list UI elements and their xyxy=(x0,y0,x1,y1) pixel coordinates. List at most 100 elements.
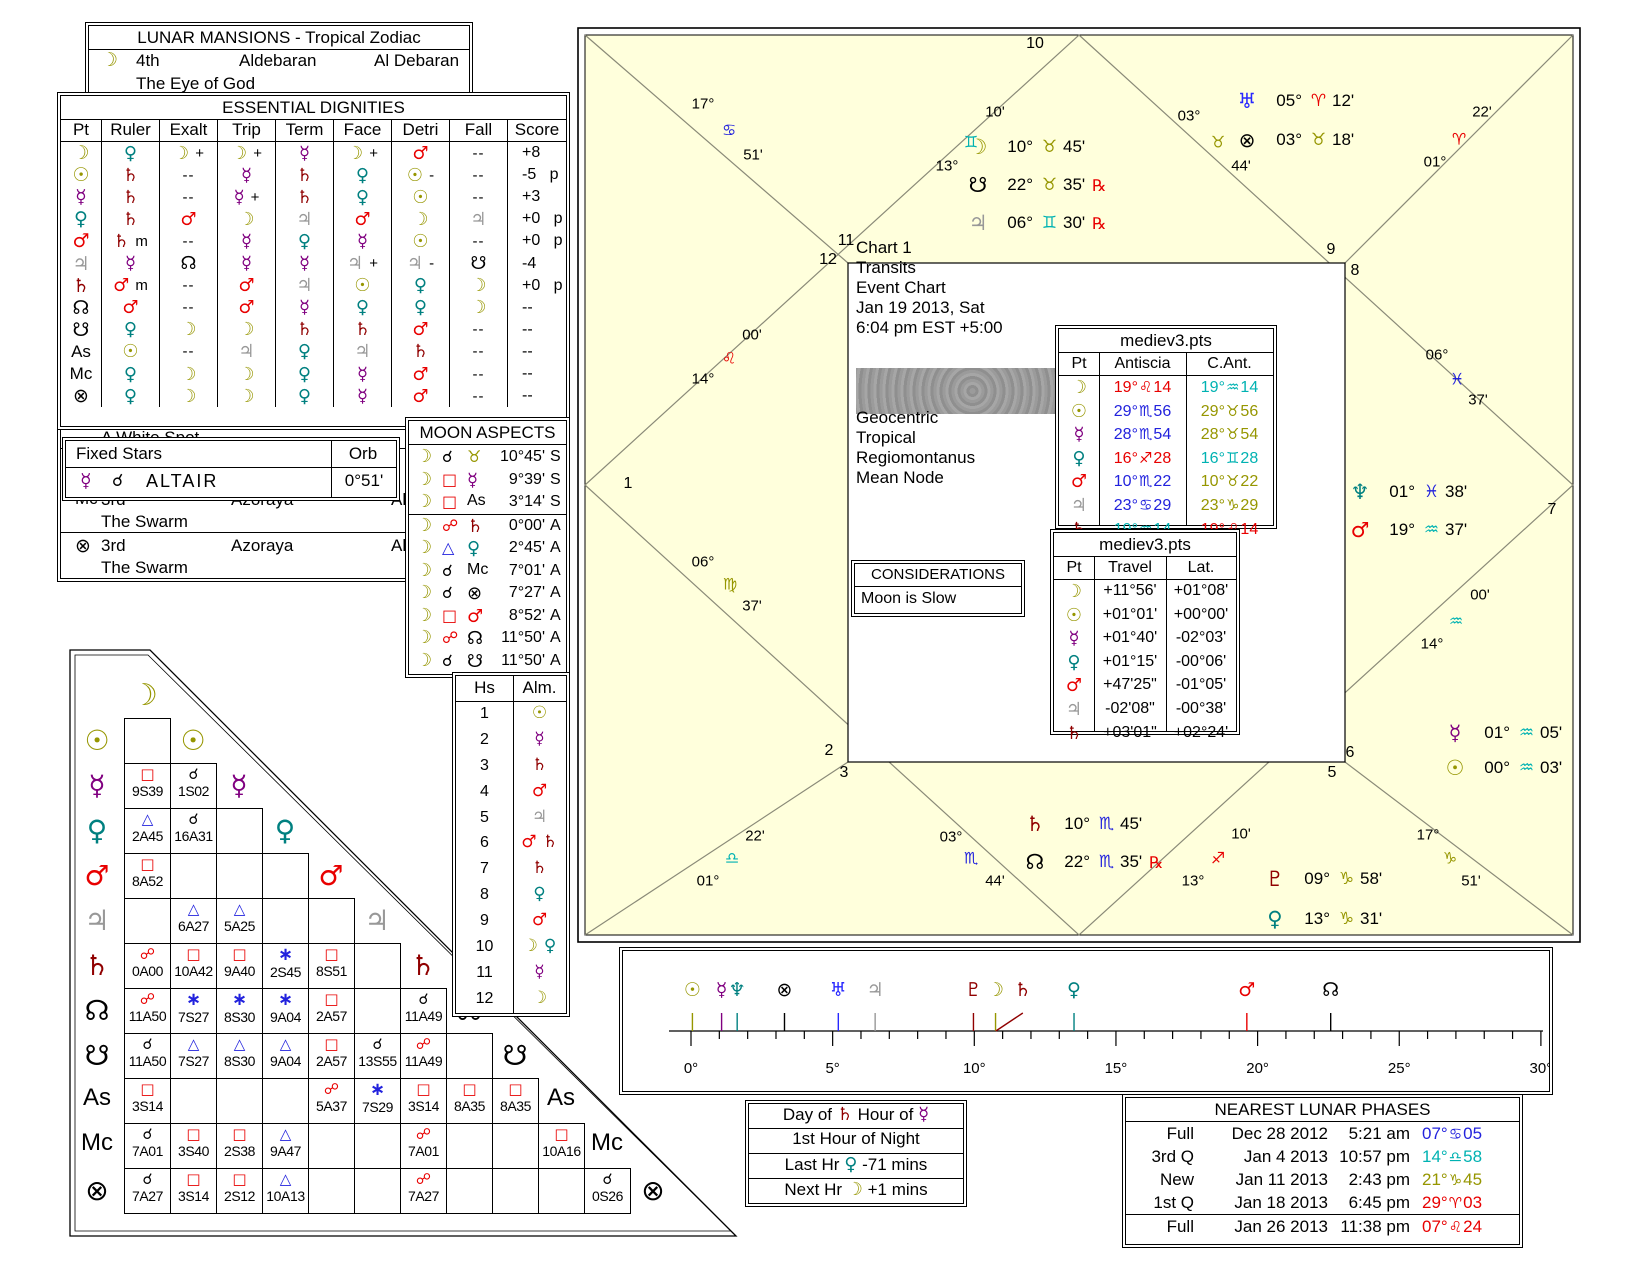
dignity-cell: ☿ xyxy=(333,385,391,408)
text: -- xyxy=(472,365,485,383)
square-icon: □ xyxy=(232,1125,247,1143)
dignity-cell: ♂ xyxy=(391,318,449,341)
aspect-grid-cell xyxy=(170,1078,217,1124)
fixed-star-name: ALTAIR xyxy=(146,471,219,491)
pisces-icon: ♓ xyxy=(1449,369,1465,389)
dignity-cell: -- xyxy=(449,142,507,165)
antiscia-title: mediev3.pts xyxy=(1059,329,1273,353)
aspect: ∗ xyxy=(263,991,308,1009)
saturn-icon: ♄ xyxy=(542,832,558,853)
dignity-cell: -- xyxy=(159,340,217,364)
aspect-orb: 10A16 xyxy=(542,1143,581,1159)
dignity-cell: ♀ xyxy=(391,296,449,319)
aspect-orb: 9A04 xyxy=(269,1009,302,1025)
dignity-cell: -- xyxy=(159,186,217,209)
hour-row: Last Hr ♀ -71 mins xyxy=(749,1154,963,1179)
mansion-note: The Swarm xyxy=(101,512,188,531)
cusp-degree: 00' xyxy=(1470,586,1490,604)
considerations-box: CONSIDERATIONS Moon is Slow xyxy=(854,563,1022,614)
column-header: Exalt xyxy=(159,120,217,143)
part-of-fortune-icon: ⊗ xyxy=(641,1174,665,1207)
antiscia-value: 29°♏56 xyxy=(1099,402,1186,421)
mercury-icon: ☿ xyxy=(88,769,106,802)
aspect-grid-cell: △5A25 xyxy=(216,898,263,944)
saturn-icon: ♄ xyxy=(531,754,548,775)
aspect: ☍ xyxy=(125,991,170,1008)
aquarius-icon: ♒ xyxy=(1518,723,1535,743)
saturn-icon: ♄ xyxy=(296,186,313,208)
trine-icon: △ xyxy=(279,1035,292,1053)
saturn-icon: ♄ xyxy=(1014,979,1032,1001)
almutens: ☿ xyxy=(513,729,566,749)
ascendant-icon: As xyxy=(82,1084,111,1111)
aspect-orb: 7°01' xyxy=(508,561,545,579)
sextile-icon: ∗ xyxy=(277,989,294,1010)
divider xyxy=(1166,557,1167,731)
jupiter-icon: ♃ xyxy=(84,904,110,937)
moon-icon: ☽ xyxy=(416,446,433,467)
aquarius-icon: ♒ xyxy=(1448,611,1464,631)
jupiter-icon: ♃ xyxy=(968,211,988,235)
data-row: ♀+01°15'-00°06' xyxy=(1054,651,1236,675)
cusp-degree: 10' xyxy=(1231,825,1251,843)
data-row: ☽+11°56'+01°08' xyxy=(1054,580,1236,604)
moon-icon: ☽ xyxy=(180,385,197,407)
planet-position: ♅05°♈12' xyxy=(1229,88,1361,114)
moon-icon: ☽ xyxy=(101,49,119,71)
conjunction-icon: ☌ xyxy=(442,650,453,670)
hour-row: Day of ♄ Hour of ☿ xyxy=(749,1104,963,1129)
neptune-icon: ♆ xyxy=(728,979,746,1001)
latitude-value: +02°24' xyxy=(1173,723,1229,741)
dignity-cell: ♀ xyxy=(275,230,333,253)
square-icon: □ xyxy=(140,855,155,873)
scorpio-icon: ♏ xyxy=(963,848,979,868)
text: -- xyxy=(182,277,195,295)
dignity-cell: ☿ xyxy=(217,164,275,187)
aspect-grid-cell: □2A57 xyxy=(308,1033,355,1079)
north-node-icon: ☊ xyxy=(180,253,197,275)
text: 03 xyxy=(1463,1193,1483,1212)
almutens: ☽ xyxy=(513,988,566,1008)
latitude-value: -00°38' xyxy=(1175,699,1227,717)
dignity-cell: ♄ xyxy=(391,340,449,364)
cusp-degree: 14° xyxy=(691,370,715,388)
aspect: △ xyxy=(217,1036,262,1053)
aspect-grid-cell: ☌0S26 xyxy=(584,1168,631,1214)
aspect-grid-cell: △6A27 xyxy=(170,898,217,944)
conjunction-icon: ☌ xyxy=(442,560,453,580)
minutes: 58' xyxy=(1360,869,1383,888)
mars-icon: ♂ xyxy=(122,297,139,319)
text: -- xyxy=(472,188,485,206)
aspect-grid-cell: ∗9A04 xyxy=(262,988,309,1034)
cusp-degree: 10' xyxy=(985,103,1005,121)
dignity-score-cell: -- xyxy=(507,385,566,408)
dignity-cell: ♀ xyxy=(275,385,333,408)
moon-aspects-title: MOON ASPECTS xyxy=(409,421,566,445)
text: -- xyxy=(182,233,195,251)
aspect: ☍ xyxy=(125,946,170,963)
mansion-name: Azoraya xyxy=(231,536,294,555)
degree: 29° xyxy=(1200,402,1225,420)
sun-icon: ☉ xyxy=(406,164,424,186)
minutes: 14 xyxy=(1240,379,1259,396)
text: 14° xyxy=(1422,1147,1448,1166)
dignity-score-cell: -- xyxy=(507,296,566,319)
cusp-degree: 22' xyxy=(1472,103,1492,121)
dignity-cell: ☿ xyxy=(217,230,275,253)
dignity-cell: ♂ xyxy=(333,208,391,231)
aspect-orb: 11°50' xyxy=(501,651,545,669)
leo-icon: ♌ xyxy=(721,348,737,368)
dignity-cell: ♂ xyxy=(101,296,159,319)
sun-icon: ☉ xyxy=(683,979,701,1001)
dignity-score-cell: +0 p xyxy=(507,274,566,297)
phase-name: Full xyxy=(1166,1124,1194,1143)
text: + xyxy=(250,188,260,206)
aspect-grid-cell: ☌11A49 xyxy=(400,988,447,1034)
house-almuten-row: 5♃ xyxy=(456,806,566,832)
moon-aspect-row: ☽☌☋11°50'A xyxy=(409,650,566,673)
phase-time: 10:57 pm xyxy=(1339,1147,1410,1166)
dignity-score-cell: -4 xyxy=(507,252,566,275)
